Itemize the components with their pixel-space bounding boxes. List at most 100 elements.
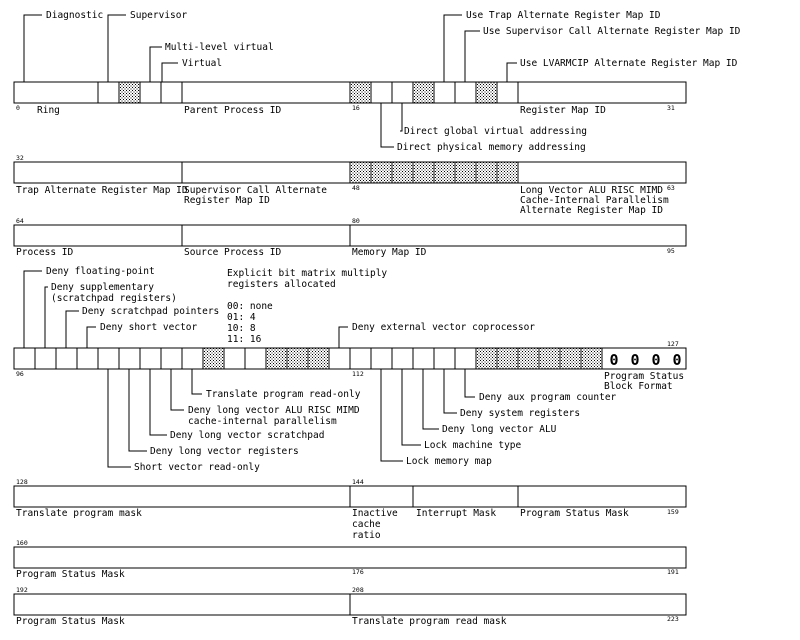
- reserved-bit: [454, 161, 477, 184]
- program-status-mask-field: [13, 546, 687, 569]
- register-row-1: Diagnostic Supervisor Multi-level virtua…: [13, 10, 741, 153]
- deny-long-vector-scratchpad-label: Deny long vector scratchpad: [170, 430, 324, 441]
- reserved-bit: [475, 161, 498, 184]
- supervisor-label: Supervisor: [130, 10, 187, 21]
- lvarmcip-alt-label: Cache-Internal Parallelism: [520, 195, 669, 206]
- source-process-id-field: [181, 224, 351, 247]
- bit-number: 128: [16, 478, 28, 486]
- bit-matrix-bit: [244, 347, 267, 370]
- multi-level-virtual-label: Multi-level virtual: [165, 42, 274, 53]
- short-vector-read-only-label: Short vector read-only: [134, 462, 260, 473]
- program-status-mask-label: Program Status Mask: [16, 616, 125, 627]
- bit-number: 112: [352, 370, 364, 378]
- bit-number: 144: [352, 478, 364, 486]
- deny-supplementary-bit: [34, 347, 57, 370]
- register-row-4: Deny floating-point Deny supplementary (…: [13, 266, 687, 473]
- bit-matrix-note: registers allocated: [227, 279, 336, 290]
- bit-number: 176: [352, 568, 364, 576]
- trap-alt-register-map-id-field: [13, 161, 183, 184]
- reserved-bit: [538, 347, 561, 370]
- program-status-block-format-field: [601, 347, 687, 370]
- deny-long-vector-alu-risc-bit: [160, 347, 183, 370]
- bit-number: 31: [667, 104, 675, 112]
- direct-global-virtual-label: Direct global virtual addressing: [404, 126, 587, 137]
- supervisor-call-alt-label: Register Map ID: [184, 195, 270, 206]
- ring-label: Ring: [37, 105, 60, 116]
- legend-entry: 11: 16: [227, 334, 262, 345]
- deny-long-vector-alu-risc-label: cache-internal parallelism: [188, 416, 337, 427]
- bit-number: 191: [667, 568, 679, 576]
- trap-alt-register-map-id-label: Trap Alternate Register Map ID: [16, 185, 188, 196]
- legend-entry: 01: 4: [227, 312, 256, 323]
- deny-scratchpad-pointers-label: Deny scratchpad pointers: [82, 306, 219, 317]
- deny-external-vector-coprocessor-bit: [328, 347, 351, 370]
- deny-floating-point-label: Deny floating-point: [46, 266, 155, 277]
- bit-number: 63: [667, 184, 675, 192]
- reserved-bit: [496, 347, 519, 370]
- reserved-bit: [286, 347, 309, 370]
- inactive-cache-ratio-label: ratio: [352, 530, 381, 541]
- register-map-id-field: [517, 81, 687, 104]
- reserved-bit: [475, 81, 498, 104]
- deny-long-vector-registers-label: Deny long vector registers: [150, 446, 299, 457]
- bit-number: 208: [352, 586, 364, 594]
- supervisor-call-alt-register-map-id-field: [181, 161, 351, 184]
- deny-aux-program-counter-bit: [454, 347, 477, 370]
- reserved-bit: [349, 161, 372, 184]
- use-trap-alt-label: Use Trap Alternate Register Map ID: [466, 10, 661, 21]
- deny-long-vector-alu-risc-label: Deny long vector ALU RISC MIMD: [188, 405, 360, 416]
- program-status-mask-field: [517, 485, 687, 508]
- reserved-bit: [391, 161, 414, 184]
- inactive-cache-ratio-label: Inactive: [352, 508, 398, 519]
- reserved-bit: [559, 347, 582, 370]
- lock-memory-map-bit: [370, 347, 393, 370]
- bit-number: 127: [667, 340, 679, 348]
- use-lvarmcip-alt-bit: [496, 81, 519, 104]
- reserved-bit: [202, 347, 225, 370]
- lock-machine-type-bit: [391, 347, 414, 370]
- reserved-bit: [517, 347, 540, 370]
- source-process-id-label: Source Process ID: [184, 247, 282, 258]
- virtual-label: Virtual: [182, 58, 222, 69]
- supervisor-bit: [97, 81, 120, 104]
- inactive-cache-ratio-field: [349, 485, 414, 508]
- bit-number: 160: [16, 539, 28, 547]
- lvarmcip-alt-label: Long Vector ALU RISC MIMD: [520, 185, 663, 196]
- bit-number: 192: [16, 586, 28, 594]
- reserved-bit: [370, 161, 393, 184]
- memory-map-id-label: Memory Map ID: [352, 247, 427, 258]
- deny-external-vector-coprocessor-label: Deny external vector coprocessor: [352, 322, 535, 333]
- deny-system-registers-bit: [433, 347, 456, 370]
- deny-supplementary-label: (scratchpad registers): [51, 293, 177, 304]
- reserved-bit: [412, 81, 435, 104]
- deny-supplementary-label: Deny supplementary: [51, 282, 154, 293]
- format-bit-value: 0: [672, 351, 681, 369]
- translate-program-read-only-bit: [181, 347, 204, 370]
- reserved-bit: [412, 161, 435, 184]
- program-status-block-format-label: Program Status: [604, 371, 684, 382]
- program-status-mask-label: Program Status Mask: [16, 569, 125, 580]
- reserved-bit: [433, 161, 456, 184]
- register-row-2: 32 48 63 Trap Alternate Register Map ID …: [13, 154, 687, 216]
- bit-number: 32: [16, 154, 24, 162]
- deny-long-vector-alu-bit: [412, 347, 435, 370]
- register-map-id-label: Register Map ID: [520, 105, 606, 116]
- deny-long-vector-registers-bit: [118, 347, 141, 370]
- register-row-5: 128 144 159 Translate program mask Inact…: [13, 478, 687, 541]
- translate-program-mask-label: Translate program mask: [16, 508, 142, 519]
- format-bit-value: 0: [651, 351, 660, 369]
- translate-program-read-mask-label: Translate program read mask: [352, 616, 507, 627]
- ring-field: [13, 81, 99, 104]
- deny-long-vector-scratchpad-bit: [139, 347, 162, 370]
- reserved-bit: [118, 81, 141, 104]
- register-row-6: 160 176 191 Program Status Mask: [13, 539, 687, 580]
- bit-number: 0: [16, 104, 20, 112]
- process-id-label: Process ID: [16, 247, 73, 258]
- reserved-bit: [349, 81, 372, 104]
- lvarmcip-alt-register-map-id-field: [517, 161, 687, 184]
- short-vector-read-only-bit: [97, 347, 120, 370]
- lvarmcip-alt-label: Alternate Register Map ID: [520, 205, 663, 216]
- translate-program-read-only-label: Translate program read-only: [206, 389, 361, 400]
- format-bit-value: 0: [630, 351, 639, 369]
